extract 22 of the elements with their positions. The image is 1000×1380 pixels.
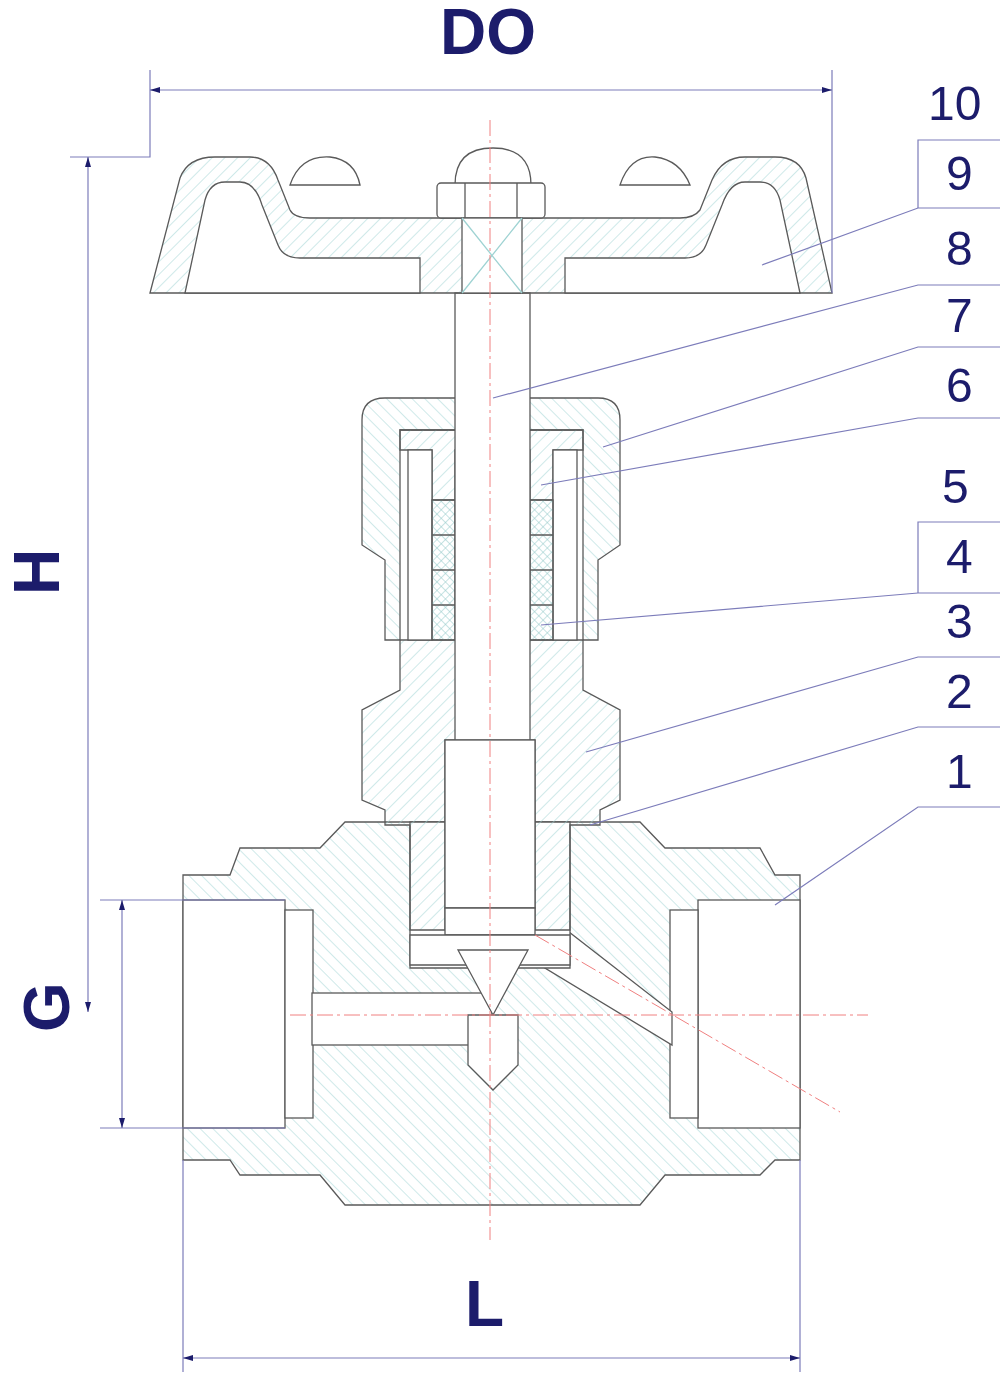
dimension-label: DO <box>440 0 536 64</box>
leader-line <box>492 284 1000 399</box>
callout-number: 10 <box>928 80 982 128</box>
leader-line <box>540 592 1000 626</box>
callout-number: 8 <box>942 225 977 273</box>
leader-line <box>602 346 1000 448</box>
leader-line <box>774 806 1000 906</box>
callout-number: 6 <box>942 362 977 410</box>
callout-number: 4 <box>942 533 977 581</box>
callout-number: 1 <box>942 748 977 796</box>
dimension-label: L <box>465 1272 505 1336</box>
dimension-label: H <box>5 548 70 596</box>
leader-line <box>761 207 1000 266</box>
callout-number: 3 <box>942 598 977 646</box>
leader-line <box>540 417 1000 486</box>
callout-number: 7 <box>942 292 977 340</box>
leader-line <box>589 726 1000 826</box>
callout-number: 5 <box>942 463 969 511</box>
leader-line <box>585 656 1000 753</box>
callout-number: 2 <box>942 668 977 716</box>
dimension-label: G <box>14 982 79 1032</box>
callout-number: 9 <box>942 150 977 198</box>
